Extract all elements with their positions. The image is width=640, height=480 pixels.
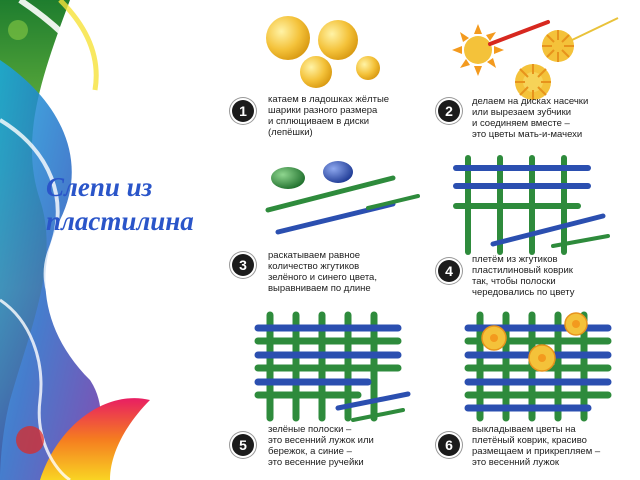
decorative-swirl-background bbox=[0, 0, 150, 480]
yellow-balls-illustration bbox=[266, 16, 380, 88]
title-line-1: Слепи из bbox=[46, 172, 153, 202]
step-text: делаем на дисках насечки или вырезаем зу… bbox=[472, 96, 589, 140]
step-text: раскатываем равное количество жгутиков з… bbox=[268, 250, 377, 294]
slide-title: Слепи из пластилина bbox=[46, 170, 236, 238]
step-text: плетём из жгутиков пластилиновый коврик … bbox=[472, 254, 575, 298]
title-line-2: пластилина bbox=[46, 206, 194, 236]
flower-cutting-illustration bbox=[452, 17, 619, 100]
step-number-badge: 4 bbox=[438, 260, 460, 282]
step-number-badge: 1 bbox=[232, 100, 254, 122]
step-text: катаем в ладошках жёлтые шарики разного … bbox=[268, 94, 390, 138]
full-weave-illustration bbox=[254, 311, 411, 422]
step-number-badge: 5 bbox=[232, 434, 254, 456]
partial-weave-illustration bbox=[453, 155, 610, 255]
step-text: зелёные полоски – это весенний лужок или… bbox=[268, 424, 374, 468]
step-number-badge: 6 bbox=[438, 434, 460, 456]
step-text: выкладываем цветы на плетёный коврик, кр… bbox=[472, 424, 601, 468]
instructions-panel: 1 катаем в ладошках жёлтые шарики разног… bbox=[228, 10, 635, 472]
instructions-illustration bbox=[254, 16, 619, 422]
rolled-strips-illustration bbox=[265, 161, 420, 235]
finished-meadow-illustration bbox=[464, 311, 612, 422]
step-number-badge: 2 bbox=[438, 100, 460, 122]
step-number-badge: 3 bbox=[232, 254, 254, 276]
